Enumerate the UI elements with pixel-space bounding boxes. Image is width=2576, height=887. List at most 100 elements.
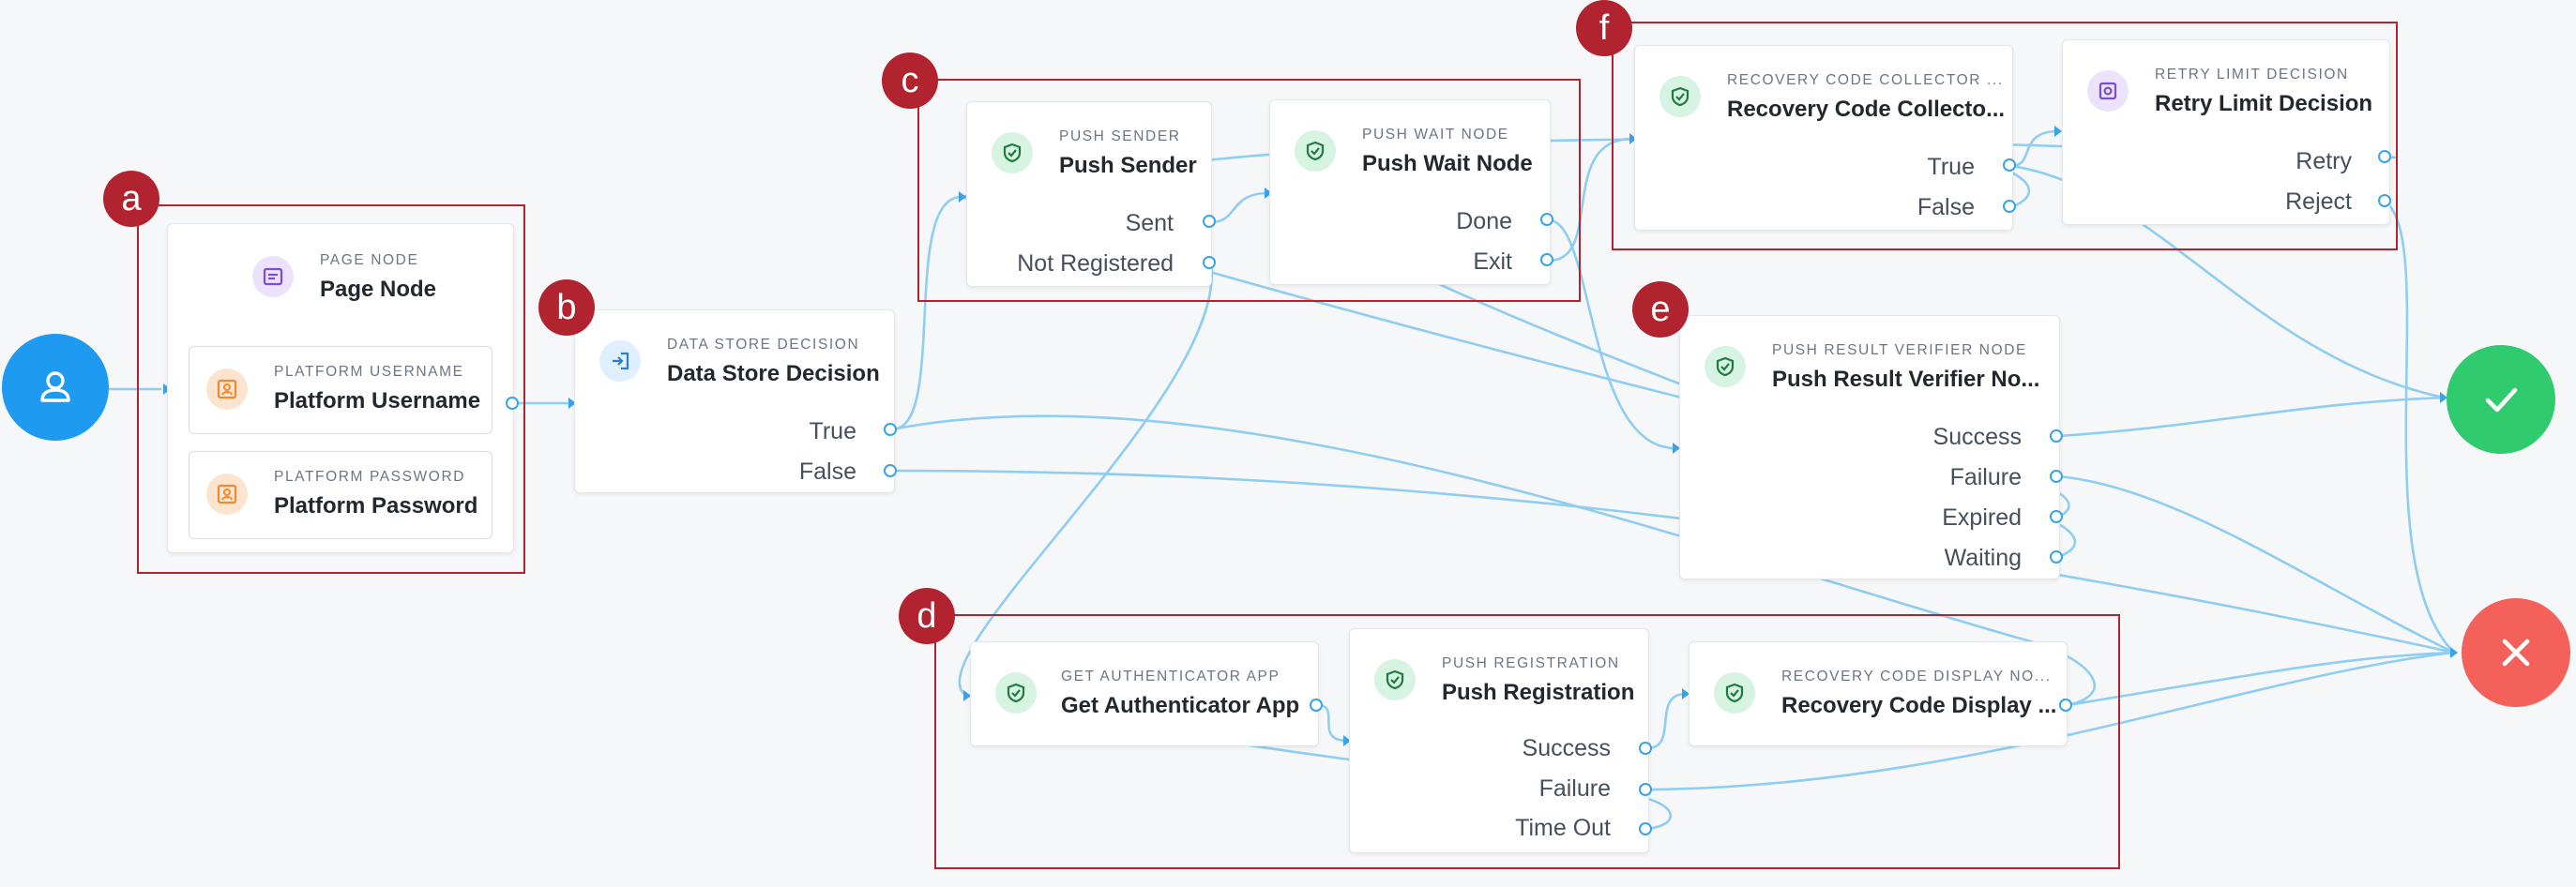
output-port-retry[interactable] bbox=[2378, 150, 2391, 163]
outcome-false: False bbox=[1917, 194, 1975, 220]
highlight-box-f bbox=[1612, 22, 2398, 250]
output-port-waiting[interactable] bbox=[2050, 550, 2063, 564]
shield-icon-wrap bbox=[1295, 130, 1336, 172]
node-title: Platform Username bbox=[274, 388, 481, 413]
connector bbox=[2067, 651, 2455, 707]
platform-username-node[interactable]: PLATFORM USERNAME Platform Username bbox=[189, 346, 492, 434]
shield-icon-wrap bbox=[1374, 659, 1416, 700]
node-type: DATA STORE DECISION bbox=[667, 337, 860, 353]
output-port-failure[interactable] bbox=[1639, 783, 1652, 796]
failure-node[interactable] bbox=[2462, 598, 2570, 707]
recovery-code-display-node[interactable]: RECOVERY CODE DISPLAY NO... Recovery Cod… bbox=[1689, 641, 2068, 746]
node-title: Push Sender bbox=[1059, 153, 1197, 178]
login-icon-wrap bbox=[599, 340, 641, 382]
output-port[interactable] bbox=[506, 397, 519, 410]
node-title: Data Store Decision bbox=[667, 361, 880, 386]
outcome-time-out: Time Out bbox=[1515, 815, 1611, 841]
platform-password-node[interactable]: PLATFORM PASSWORD Platform Password bbox=[189, 451, 492, 539]
push-registration-node[interactable]: PUSH REGISTRATION Push Registration Succ… bbox=[1349, 628, 1649, 853]
outcome-not-registered: Not Registered bbox=[1017, 250, 1174, 277]
login-icon bbox=[613, 352, 629, 370]
output-port-true[interactable] bbox=[2003, 158, 2016, 172]
start-node[interactable] bbox=[2, 334, 109, 441]
connector bbox=[2057, 396, 2445, 438]
push-result-verifier-node[interactable]: PUSH RESULT VERIFIER NODE Push Result Ve… bbox=[1679, 315, 2060, 579]
shield-check-icon bbox=[1716, 356, 1735, 377]
output-port-failure[interactable] bbox=[2050, 470, 2063, 483]
id-card-icon-wrap bbox=[206, 474, 248, 515]
output-port[interactable] bbox=[2059, 699, 2072, 712]
shield-icon-wrap bbox=[1659, 76, 1701, 117]
outcome-failure: Failure bbox=[1538, 775, 1611, 802]
page-node[interactable]: PAGE NODE Page Node PLATFORM USERNAME Pl… bbox=[167, 223, 514, 553]
badge-f: f bbox=[1576, 0, 1632, 56]
output-port-false[interactable] bbox=[884, 464, 897, 477]
outcome-success: Success bbox=[1932, 424, 2022, 450]
success-node[interactable] bbox=[2447, 345, 2555, 454]
node-type: PAGE NODE bbox=[320, 252, 419, 268]
highlight-box-a bbox=[137, 204, 525, 574]
output-port-time-out[interactable] bbox=[1639, 822, 1652, 835]
node-type: RECOVERY CODE DISPLAY NO... bbox=[1781, 669, 2052, 684]
outcome-sent: Sent bbox=[1125, 210, 1174, 236]
outcome-expired: Expired bbox=[1942, 504, 2022, 531]
connector bbox=[2385, 200, 2455, 654]
shield-icon-wrap bbox=[1714, 672, 1755, 714]
output-port-done[interactable] bbox=[1540, 213, 1553, 226]
recovery-code-collector-node[interactable]: RECOVERY CODE COLLECTOR ... Recovery Cod… bbox=[1634, 45, 2013, 231]
node-title: Recovery Code Collecto... bbox=[1727, 97, 2006, 122]
retry-limit-decision-node[interactable]: RETRY LIMIT DECISION Retry Limit Decisio… bbox=[2062, 39, 2390, 225]
node-title: Get Authenticator App bbox=[1061, 693, 1300, 718]
check-icon bbox=[2485, 387, 2518, 413]
page-icon bbox=[263, 267, 283, 286]
node-type: RETRY LIMIT DECISION bbox=[2155, 67, 2349, 83]
badge-e: e bbox=[1632, 281, 1689, 338]
output-port-false[interactable] bbox=[2003, 200, 2016, 213]
outcome-false: False bbox=[798, 459, 856, 485]
output-port-not-registered[interactable] bbox=[1203, 256, 1216, 269]
gear-icon bbox=[2099, 82, 2117, 100]
node-type: GET AUTHENTICATOR APP bbox=[1061, 669, 1280, 684]
id-card-icon bbox=[217, 379, 237, 399]
node-title: Push Result Verifier No... bbox=[1772, 367, 2040, 392]
output-port[interactable] bbox=[1310, 699, 1323, 712]
output-port-success[interactable] bbox=[1639, 742, 1652, 755]
gear-icon-wrap bbox=[2087, 70, 2129, 112]
output-port-sent[interactable] bbox=[1203, 215, 1216, 228]
node-type: PUSH SENDER bbox=[1059, 128, 1181, 144]
shield-icon-wrap bbox=[1705, 346, 1746, 387]
output-port-exit[interactable] bbox=[1540, 253, 1553, 266]
badge-a: a bbox=[103, 171, 159, 227]
outcome-true: True bbox=[809, 418, 856, 444]
outcome-waiting: Waiting bbox=[1944, 545, 2022, 571]
outcome-success: Success bbox=[1522, 735, 1611, 761]
badge-d: d bbox=[899, 588, 955, 644]
output-port-true[interactable] bbox=[884, 423, 897, 436]
output-port-expired[interactable] bbox=[2050, 510, 2063, 523]
id-card-icon-wrap bbox=[206, 368, 248, 410]
outcome-retry: Retry bbox=[2296, 148, 2352, 174]
shield-check-icon bbox=[1386, 669, 1404, 690]
node-type: PUSH WAIT NODE bbox=[1362, 127, 1509, 143]
output-port-reject[interactable] bbox=[2378, 194, 2391, 207]
node-title: Platform Password bbox=[274, 493, 478, 519]
outcome-reject: Reject bbox=[2285, 188, 2352, 215]
data-store-decision-node[interactable]: DATA STORE DECISION Data Store Decision … bbox=[574, 309, 895, 493]
node-type: PLATFORM PASSWORD bbox=[274, 469, 466, 485]
shield-check-icon bbox=[1725, 683, 1744, 703]
push-sender-node[interactable]: PUSH SENDER Push Sender Sent Not Registe… bbox=[966, 101, 1212, 287]
node-title: Recovery Code Display ... bbox=[1781, 693, 2057, 718]
badge-c: c bbox=[882, 53, 938, 109]
page-icon-wrap bbox=[252, 256, 294, 297]
outcome-true: True bbox=[1927, 154, 1975, 180]
node-type: PUSH RESULT VERIFIER NODE bbox=[1772, 342, 2027, 358]
node-type: RECOVERY CODE COLLECTOR ... bbox=[1727, 72, 2004, 88]
id-card-icon bbox=[217, 484, 237, 504]
get-authenticator-app-node[interactable]: GET AUTHENTICATOR APP Get Authenticator … bbox=[970, 641, 1319, 746]
badge-b: b bbox=[538, 279, 595, 336]
outcome-failure: Failure bbox=[1949, 464, 2022, 490]
output-port-success[interactable] bbox=[2050, 429, 2063, 443]
push-wait-node[interactable]: PUSH WAIT NODE Push Wait Node Done Exit bbox=[1269, 99, 1551, 285]
shield-check-icon bbox=[1003, 143, 1022, 163]
